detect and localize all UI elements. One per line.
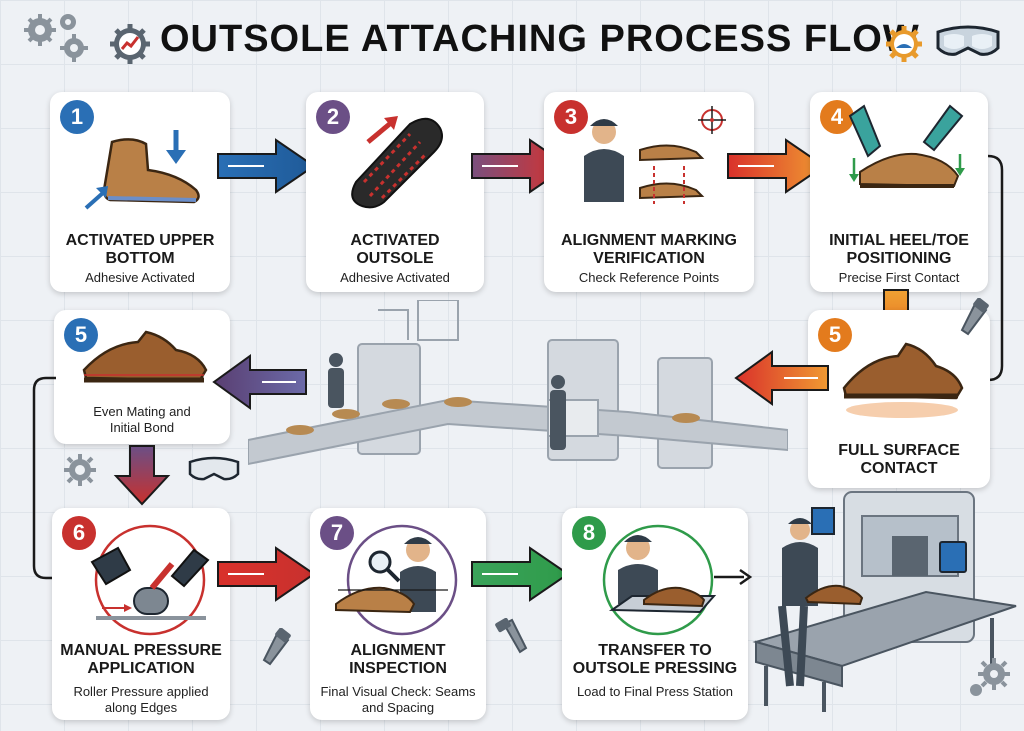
step-number-badge: 2	[316, 100, 350, 134]
screw-icon	[262, 628, 291, 666]
screw-icon	[960, 298, 989, 336]
step-number-badge: 5	[64, 318, 98, 352]
step-card-8: 8 TRANSFER TO OUTSOLE PRESSING Load to F…	[562, 508, 748, 720]
safety-goggles-icon	[936, 25, 1000, 56]
flow-arrow-7-8	[471, 546, 570, 602]
gear-cluster-icon	[24, 14, 88, 62]
flow-arrow-5-to-5b	[734, 350, 829, 406]
step-card-7: 7 ALIGNMENT INSPECTION Final Visual Chec…	[310, 508, 486, 720]
production-line-illustration	[248, 300, 788, 469]
step-subtitle: Roller Pressure applied along Edges	[73, 684, 209, 715]
step-subtitle: Adhesive Activated	[85, 270, 195, 285]
step-number-badge: 4	[820, 100, 854, 134]
step-subtitle: Adhesive Activated	[340, 270, 450, 285]
step-card-6: 6 MANUAL PRESSURE APPLICATION Roller Pre…	[52, 508, 230, 720]
outsole-press-station-illustration	[752, 491, 1017, 712]
step-title: INITIAL HEEL/TOE POSITIONING	[829, 232, 969, 267]
screw-icon	[495, 618, 528, 654]
step-card-3: 3 ALIGNMENT MARKING VERIFICATION Check R…	[544, 92, 754, 292]
gear-icon	[970, 658, 1010, 696]
step-subtitle: Precise First Contact	[838, 270, 960, 285]
step-title: FULL SURFACE CONTACT	[838, 442, 960, 477]
shoe-contact-icon	[842, 342, 964, 418]
flow-arrow-6-7	[217, 546, 316, 602]
step-card-4: 4 INITIAL HEEL/TOE POSITIONING Precise F…	[810, 92, 988, 292]
step-subtitle: Check Reference Points	[578, 270, 720, 285]
worker-marking-icon	[584, 106, 726, 204]
flow-arrow-1-2	[217, 138, 316, 194]
bonded-shoe-icon	[82, 330, 208, 383]
step-title: ALIGNMENT INSPECTION	[349, 642, 447, 677]
page-title: OUTSOLE ATTACHING PROCESS FLOW	[160, 18, 920, 60]
safety-goggles-icon	[188, 456, 240, 481]
step-title: TRANSFER TO OUTSOLE PRESSING	[572, 642, 738, 677]
gloved-hands-positioning-icon	[848, 104, 965, 188]
step-subtitle: Load to Final Press Station	[576, 684, 734, 699]
worker-tray-icon	[602, 524, 717, 636]
connector-arrow-8-press	[714, 568, 752, 586]
step-number-badge: 7	[320, 516, 354, 550]
outsole-icon	[351, 116, 443, 209]
flow-arrow-3-4	[727, 138, 826, 194]
flow-arrow-5b-6	[113, 445, 171, 506]
gear-shoe-icon	[886, 26, 922, 62]
shoe-upper-icon	[84, 130, 200, 210]
gear-icon	[64, 454, 96, 486]
step-number-badge: 1	[60, 100, 94, 134]
step-number-badge: 8	[572, 516, 606, 550]
step-number-badge: 6	[62, 516, 96, 550]
step-title: ACTIVATED OUTSOLE	[350, 232, 440, 267]
step-subtitle: Even Mating and Initial Bond	[93, 404, 191, 435]
flow-arrow-5b-left	[212, 354, 307, 410]
step-title: MANUAL PRESSURE APPLICATION	[60, 642, 222, 677]
roller-pressure-icon	[90, 524, 210, 636]
step-card-1: 1 ACTIVATED UPPER BOTTOM Adhesive Activa…	[50, 92, 230, 292]
step-title: ALIGNMENT MARKING VERIFICATION	[561, 232, 737, 267]
gear-chart-icon	[110, 24, 150, 64]
step-card-2: 2 ACTIVATED OUTSOLE Adhesive Activated	[306, 92, 484, 292]
step-subtitle: Final Visual Check: Seams and Spacing	[320, 684, 476, 715]
inspector-magnifier-icon	[335, 524, 458, 636]
step-card-5-even-mating: 5 Even Mating and Initial Bond	[54, 310, 230, 444]
step-title: ACTIVATED UPPER BOTTOM	[65, 232, 215, 267]
step-card-5-full-contact: 5 FULL SURFACE CONTACT	[808, 310, 990, 488]
step-number-badge: 5	[818, 318, 852, 352]
step-number-badge: 3	[554, 100, 588, 134]
